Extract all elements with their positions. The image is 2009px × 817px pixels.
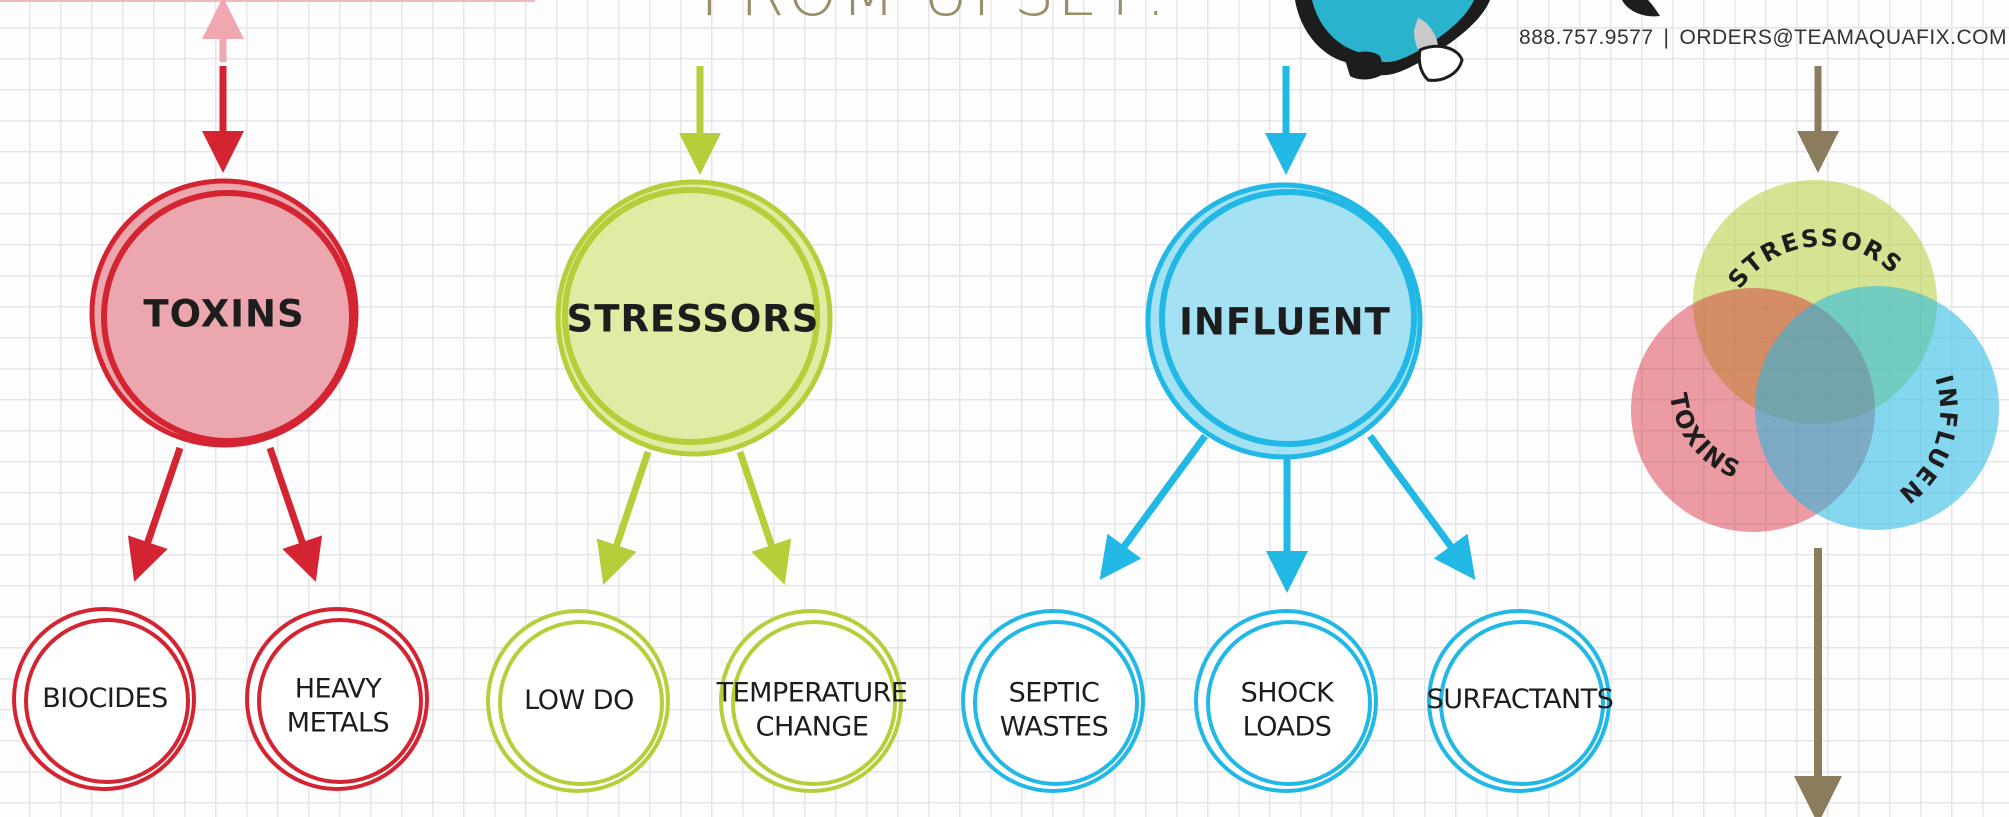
child-node-low-do [486, 609, 670, 793]
heading-partial: FROM UPSET! [700, 0, 1171, 26]
phone-number[interactable]: 888.757.9577 [1519, 26, 1654, 49]
child-label-shock-loads: SHOCK LOADS [1240, 677, 1334, 742]
child-label-septic-wastes: SEPTIC WASTES [999, 677, 1109, 742]
stressors-label: STRESSORS [566, 297, 820, 341]
email-address[interactable]: ORDERS@TEAMAQUAFIX.COM [1679, 26, 2007, 49]
toxins-branch-arrow [127, 446, 184, 582]
mascot-icon [1295, 0, 1660, 82]
child-node-temperature-change [719, 609, 903, 793]
child-label-heavy-metals: HEAVY METALS [286, 673, 390, 738]
child-node-shock-loads [1194, 609, 1378, 793]
stressors-branch-arrow [596, 450, 652, 585]
influent-label: INFLUENT [1179, 300, 1391, 344]
contact-info: 888.757.9577 | ORDERS@TEAMAQUAFIX.COM [1519, 26, 2007, 50]
child-node-heavy-metals [245, 607, 429, 791]
influent-branch-arrow [1099, 433, 1208, 580]
child-node-surfactants [1427, 609, 1611, 793]
contact-separator: | [1663, 26, 1670, 49]
child-node-septic-wastes [961, 609, 1145, 793]
child-label-biocides: BIOCIDES [42, 683, 168, 715]
child-label-temperature-change: TEMPERATURE CHANGE [716, 677, 908, 742]
stressors-node [555, 179, 833, 457]
child-label-surfactants: SURFACTANTS [1426, 684, 1614, 716]
stressors-branch-arrow [736, 450, 792, 585]
influent-branch-arrow [1367, 433, 1476, 580]
venn-influent-circle [1755, 286, 1999, 530]
toxins-node [89, 178, 359, 448]
influent-node [1145, 182, 1423, 460]
child-label-low-do: LOW DO [524, 685, 634, 717]
toxins-branch-arrow [266, 446, 323, 582]
toxins-label: TOXINS [143, 292, 305, 336]
child-node-biocides [12, 607, 196, 791]
